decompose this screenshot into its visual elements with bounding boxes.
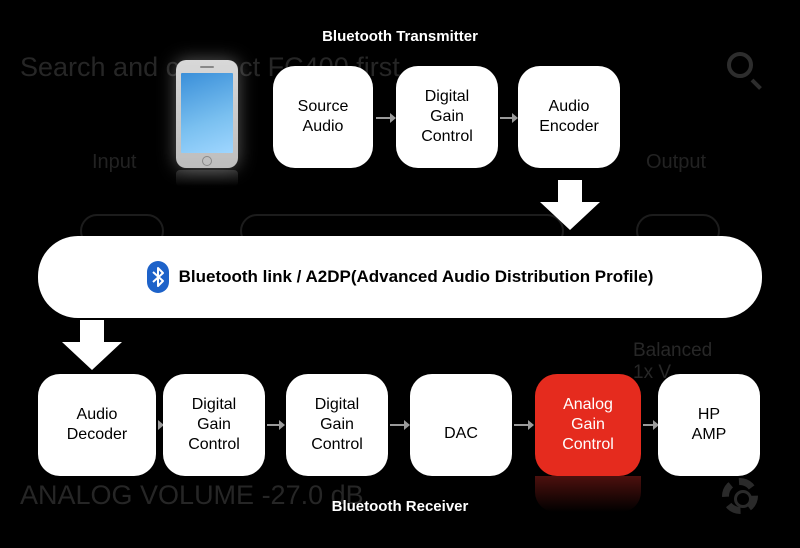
gear-icon [722,478,758,514]
phone-home-button [202,156,212,166]
block-label: Digital Gain Control [188,396,240,453]
ghost-balanced-text: Balanced 1x V [633,340,713,383]
arrow-head [540,202,600,230]
block-digital-gain-rx-2: Digital Gain Control [286,374,388,476]
block-audio-encoder: Audio Encoder [518,66,620,168]
flow-arrow [500,113,518,123]
block-label: Audio Decoder [66,406,128,443]
ghost-input-label: Input [92,151,137,173]
block-dac: DAC [410,374,512,476]
arrow-stem [558,180,582,204]
flow-arrow [267,420,285,430]
phone-speaker [200,66,214,68]
ghost-output-label: Output [646,151,707,173]
arrow-stem [80,320,104,344]
search-icon [727,52,753,78]
flow-arrow [643,420,659,430]
block-label: Source Audio [297,98,349,135]
block-source-audio: Source Audio [273,66,373,168]
down-arrow-tx [540,180,600,230]
block-label: Audio Encoder [539,98,599,135]
bluetooth-link-text: Bluetooth link / A2DP(Advanced Audio Dis… [178,267,654,286]
block-label: DAC [444,425,478,442]
bluetooth-link-bar: Bluetooth link / A2DP(Advanced Audio Dis… [38,236,762,318]
phone-screen [181,73,233,153]
flow-arrow [376,113,396,123]
block-hp-amp: HP AMP [658,374,760,476]
down-arrow-rx [62,320,122,370]
block-label: HP AMP [691,406,727,443]
block-label: Analog Gain Control [562,396,614,453]
block-label: Digital Gain Control [421,88,473,145]
flow-arrow [514,420,534,430]
phone-reflection [176,170,238,186]
flow-arrow [158,420,164,430]
phone-image [176,60,238,168]
block-audio-decoder: Audio Decoder [38,374,156,476]
arrow-head [62,342,122,370]
receiver-title: Bluetooth Receiver [331,498,469,515]
ghost-volume-text: ANALOG VOLUME -27.0 dB [20,480,364,510]
block-digital-gain-rx-1: Digital Gain Control [163,374,265,476]
bluetooth-icon [146,261,169,293]
block-analog-gain-control: Analog Gain Control [535,374,641,476]
transmitter-title: Bluetooth Transmitter [322,28,478,45]
highlight-reflection [535,476,641,512]
block-digital-gain-tx: Digital Gain Control [396,66,498,168]
flow-arrow [390,420,410,430]
block-label: Digital Gain Control [311,396,363,453]
